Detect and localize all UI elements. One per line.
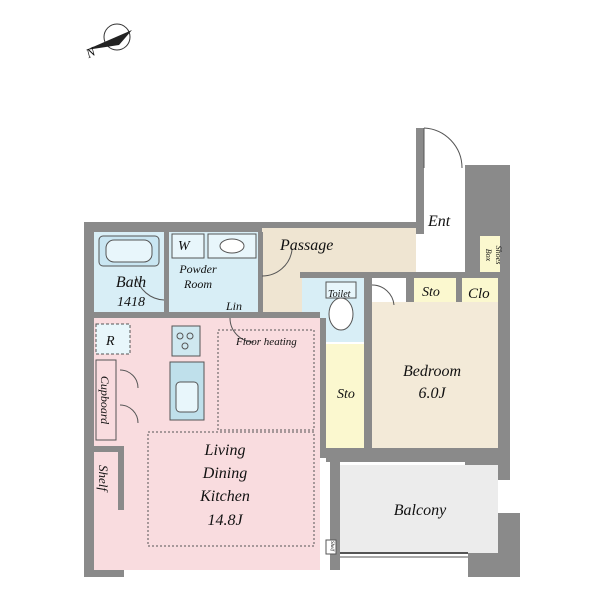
shoes-box-label-line1: Shoes [494,246,503,265]
washer-label: W [178,239,191,254]
storage-side-label: Sto [337,387,355,402]
cupboard-box [95,359,117,441]
fridge-label: R [105,334,115,349]
entrance-door-icon [423,127,463,169]
bedroom-door-icon [371,284,395,306]
fixtures [95,127,468,558]
ldk-door-icon [229,317,255,343]
floor-heating-label: Floor heating [235,336,297,348]
entrance-label: Ent [427,213,451,230]
ldk-label-line2: Dining [202,465,247,482]
kitchen-sink-icon [175,381,199,413]
shoes-box-label-line2: Box [484,249,493,262]
compass-ring-icon [103,23,131,51]
stove-icon [171,325,201,357]
toilet-bowl-icon [328,297,354,331]
powder-room-label-line2: Room [183,277,212,291]
storage-top-label: Sto [422,285,440,300]
washer-icon [171,233,205,259]
compass: N [83,23,132,61]
shelf-label: Shelf [96,465,111,493]
ldk-label-line1: Living [204,442,246,459]
floor-heating-area [217,329,315,431]
bath-door-icon [261,249,293,277]
cupboard-door-icon [119,369,139,389]
ldk-size-label: 14.8J [207,512,243,529]
ldk-label-line3: Kitchen [199,488,250,505]
compass-needle-icon [86,30,132,50]
closet-label: Clo [468,286,490,302]
bath-label: Bath [116,274,146,291]
powder-room-label-line1: Powder [178,262,217,276]
room-labels: Ent Passage Shoes Box W Powder Room Bath… [96,213,503,552]
balcony-label: Balcony [394,502,447,519]
small-shelf-label: Shelf [329,541,334,552]
interior-walls [94,232,498,570]
linen-label: Lin [225,299,242,313]
cupboard-label: Cupboard [98,376,112,425]
bedroom-label: Bedroom [403,363,461,380]
fridge-icon [95,323,131,355]
bedroom-size-label: 6.0J [418,385,446,402]
passage-label: Passage [279,237,333,254]
bath-size-label: 1418 [117,295,145,310]
toilet-label: Toilet [328,289,351,300]
bathroom-door-icon [135,275,165,301]
